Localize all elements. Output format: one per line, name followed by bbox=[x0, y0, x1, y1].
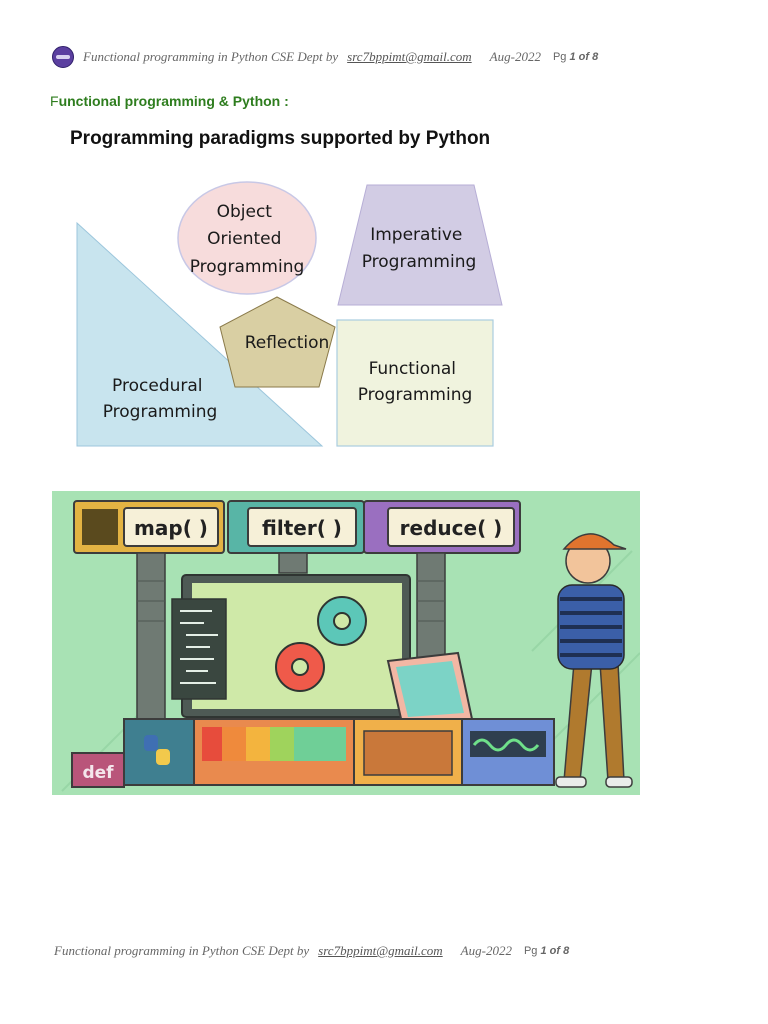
red-gear-icon bbox=[275, 642, 325, 692]
college-logo-icon bbox=[52, 46, 74, 68]
footer-title: Functional programming in Python CSE Dep… bbox=[54, 943, 310, 958]
developer-character bbox=[555, 533, 633, 788]
filter-plate: filter( ) bbox=[227, 500, 365, 554]
procedural-triangle bbox=[76, 221, 324, 447]
header-title: Functional programming in Python CSE Dep… bbox=[83, 49, 339, 64]
header-page-number: Pg 1 of 8 bbox=[552, 51, 599, 63]
imperative-label: Imperative Programming bbox=[362, 225, 477, 272]
footer-page-number: Pg 1 of 8 bbox=[523, 945, 570, 957]
page-header: Functional programming in Python CSE Dep… bbox=[52, 46, 712, 68]
map-plate: map( ) bbox=[73, 500, 225, 554]
reflection-pentagon bbox=[219, 296, 336, 388]
functional-rectangle bbox=[336, 319, 494, 447]
footer-date: Aug-2022 bbox=[460, 943, 512, 958]
svg-text:reduce( ): reduce( ) bbox=[400, 516, 503, 540]
header-date: Aug-2022 bbox=[489, 49, 541, 64]
teal-gear-icon bbox=[317, 596, 367, 646]
svg-text:map( ): map( ) bbox=[134, 516, 208, 540]
diagram-title: Programming paradigms supported by Pytho… bbox=[70, 128, 491, 149]
page-footer: Functional programming in Python CSE Dep… bbox=[54, 941, 714, 961]
svg-text:def: def bbox=[82, 763, 114, 783]
reflection-label: Reflection bbox=[245, 333, 330, 353]
procedural-label: Procedural Programming bbox=[103, 376, 218, 422]
footer-email-link[interactable]: src7bppimt@gmail.com bbox=[318, 943, 443, 958]
header-email-link[interactable]: src7bppimt@gmail.com bbox=[347, 49, 472, 64]
paradigms-diagram: Procedural Programming Object Oriented P… bbox=[76, 181, 503, 447]
python-logo-icon bbox=[144, 735, 170, 765]
functional-label: Functional Programming bbox=[358, 359, 473, 405]
oop-circle bbox=[177, 181, 317, 295]
reduce-plate: reduce( ) bbox=[363, 500, 521, 554]
section-heading: Functional programming & Python : bbox=[50, 93, 289, 109]
imperative-trapezoid bbox=[337, 184, 503, 306]
oop-label: Object Oriented Programming bbox=[190, 202, 305, 277]
svg-text:filter( ): filter( ) bbox=[262, 516, 342, 540]
functional-programming-illustration: map( ) filter( ) reduce( ) bbox=[52, 491, 640, 795]
